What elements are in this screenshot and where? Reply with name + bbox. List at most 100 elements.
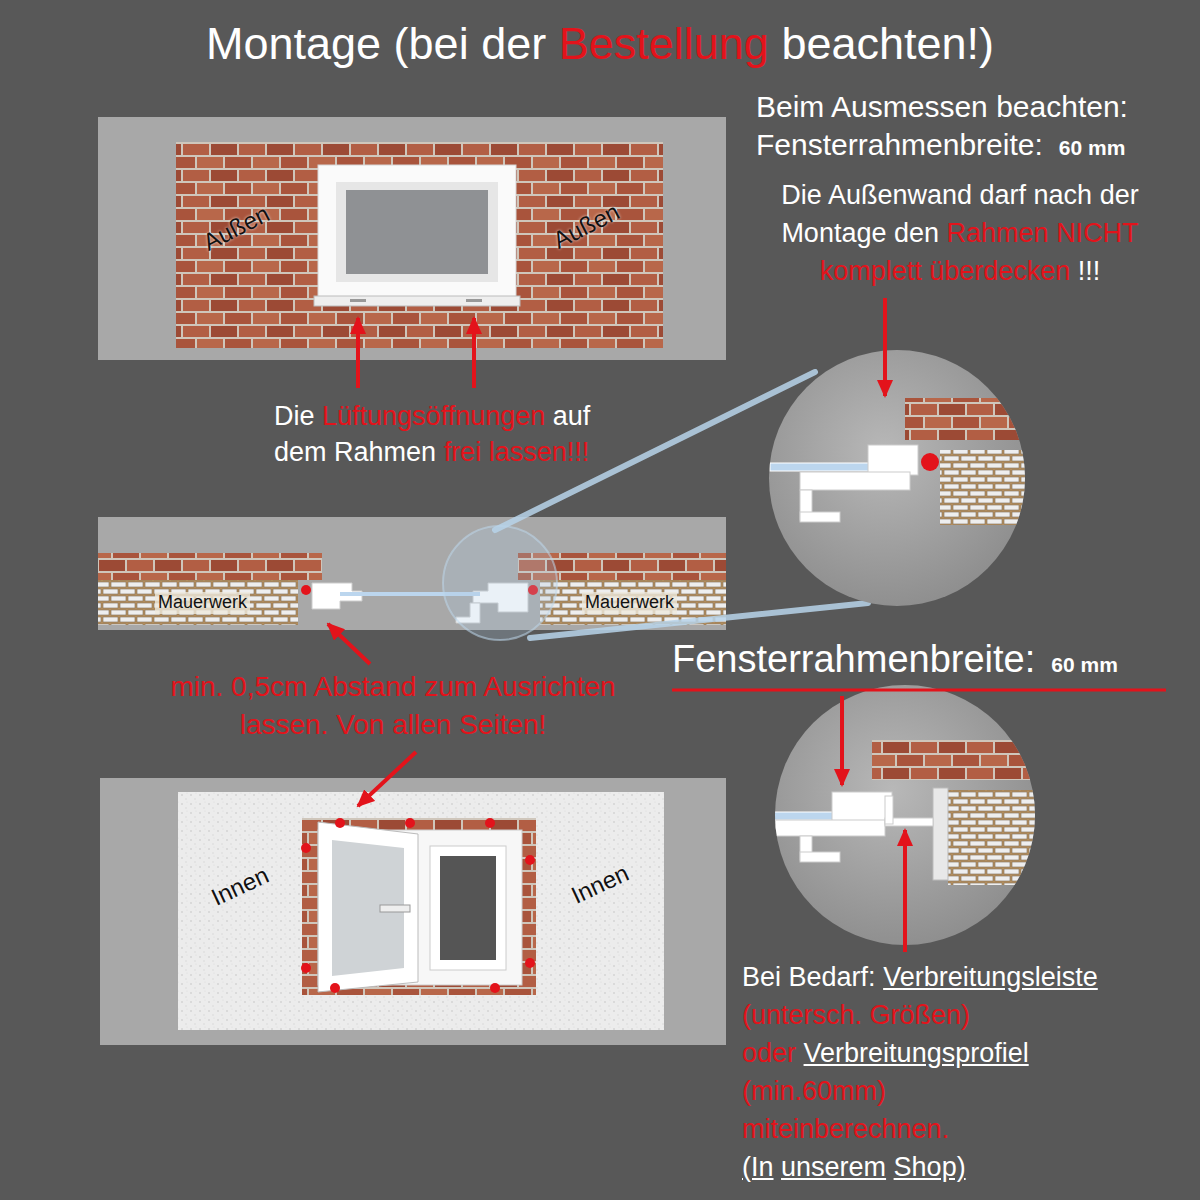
text-run: min.: [170, 671, 223, 702]
inside-view: [302, 818, 536, 995]
detail-circle-bottom: [933, 788, 948, 880]
detail-circle-top: [770, 398, 1035, 525]
panel-label: Außen: [548, 197, 624, 255]
panel-label: Außen: [198, 199, 274, 257]
inside-view: [525, 855, 535, 865]
detail-circle-top: [905, 398, 1030, 440]
note-text: min. 0,5cm Abstand zum Ausrichten lassen…: [113, 668, 673, 744]
outside-view: [98, 117, 726, 360]
text-run: der: [1100, 180, 1139, 210]
outside-view: [336, 182, 498, 282]
inside-view: [301, 963, 311, 973]
pointer-arrows: [672, 689, 1166, 692]
pointer-arrows: [358, 752, 416, 806]
text-run: frei: [444, 437, 482, 467]
detail-circle-top: [770, 463, 870, 471]
text-run: Montage: [206, 18, 381, 69]
dimension-label: Fensterrahmenbreite:: [756, 128, 1043, 162]
text-run: unserem: [781, 1152, 886, 1182]
dimension-label: Fensterrahmenbreite:: [672, 638, 1035, 681]
detail-circle-bottom: [775, 820, 885, 836]
inside-view: [318, 830, 522, 985]
detail-circle-top: [769, 350, 1035, 606]
text-run: (untersch.: [742, 1000, 862, 1030]
note-text: Die Lüftungsöffnungen auf dem Rahmen fre…: [274, 398, 590, 470]
dimension-row: Fensterrahmenbreite: 60 mm: [672, 638, 1118, 681]
text-run: Verbreitungsleiste: [883, 962, 1098, 992]
text-run: lassen!!!: [489, 437, 590, 467]
text-run: Ausrichten: [483, 671, 615, 702]
outside-view: [98, 117, 726, 360]
text-run: dem: [274, 437, 327, 467]
text-run: zum: [424, 671, 477, 702]
inside-view: [525, 958, 535, 968]
outside-view: [466, 299, 482, 302]
diagram-title: Montage (bei der Bestellung beachten!): [0, 14, 1200, 74]
inside-view: [301, 843, 311, 853]
text-run: Außenwand: [828, 180, 972, 210]
detail-circle-bottom: [885, 796, 893, 824]
text-run: Die: [781, 180, 822, 210]
detail-circle-bottom: [948, 790, 1038, 885]
detail-circle-top: [800, 472, 910, 490]
inside-view: [380, 905, 410, 912]
text-run: Größen): [870, 1000, 971, 1030]
pointer-arrows: [328, 624, 370, 664]
text-run: (min.60mm): [742, 1076, 886, 1106]
inside-view: [100, 778, 726, 1045]
section-view: [301, 585, 311, 595]
inside-panel: InnenInnen: [100, 778, 726, 1045]
text-run: Abstand: [314, 671, 417, 702]
text-run: Bedarf:: [789, 962, 876, 992]
inside-view: [301, 818, 535, 993]
text-run: Verbreitungsprofiel: [804, 1038, 1029, 1068]
panel-label: Mauerwerk: [155, 592, 250, 614]
dimension-value: 60 mm: [1059, 136, 1126, 160]
magnifier-lines: [530, 603, 868, 638]
detail-circle-top: [800, 512, 840, 522]
dimension-value: 60 mm: [1051, 653, 1118, 677]
text-run: Seiten!: [459, 709, 546, 740]
outside-view: [314, 296, 520, 306]
outside-view: [350, 299, 366, 302]
text-run: nach: [1034, 180, 1093, 210]
inside-view: [440, 856, 496, 960]
inside-view: [100, 778, 726, 1045]
text-run: Von: [336, 709, 384, 740]
inside-view: [485, 818, 495, 828]
outside-view: [318, 165, 516, 300]
pointer-arrows: [883, 298, 887, 396]
pointer-arrows: [840, 696, 844, 785]
text-run: Ausmessen: [831, 90, 988, 123]
section-view: [98, 580, 298, 625]
panel-label: Innen: [207, 861, 274, 912]
section-view: [98, 517, 726, 640]
inside-view: [405, 818, 415, 828]
text-run: Lüftungsöffnungen: [322, 401, 545, 431]
panel-label: Mauerwerk: [582, 592, 677, 614]
inside-view: [490, 983, 500, 993]
detail-circle-bottom: [872, 740, 1037, 780]
inside-view: [318, 822, 418, 992]
detail-circle-top: [868, 445, 918, 475]
section-view: [98, 517, 726, 630]
text-run: der: [481, 18, 546, 69]
text-run: oder: [742, 1038, 796, 1068]
text-run: miteinberechnen.: [742, 1114, 949, 1144]
text-run: allen: [392, 709, 451, 740]
pointer-arrows: [356, 318, 360, 388]
pointer-arrows: [472, 318, 476, 388]
text-run: Bei: [742, 962, 781, 992]
pointer-arrows: [903, 830, 907, 952]
detail-circle-bottom: [832, 792, 892, 822]
detail-circle-bottom: [800, 852, 840, 862]
text-run: lassen.: [240, 709, 329, 740]
text-run: (In: [742, 1152, 774, 1182]
text-run: (bei: [394, 18, 469, 69]
text-run: überdecken: [929, 256, 1070, 286]
text-run: Shop): [894, 1152, 966, 1182]
text-run: !!!: [1078, 256, 1101, 286]
outside-panel: Außen Außen: [98, 117, 726, 360]
text-run: Beim: [756, 90, 824, 123]
